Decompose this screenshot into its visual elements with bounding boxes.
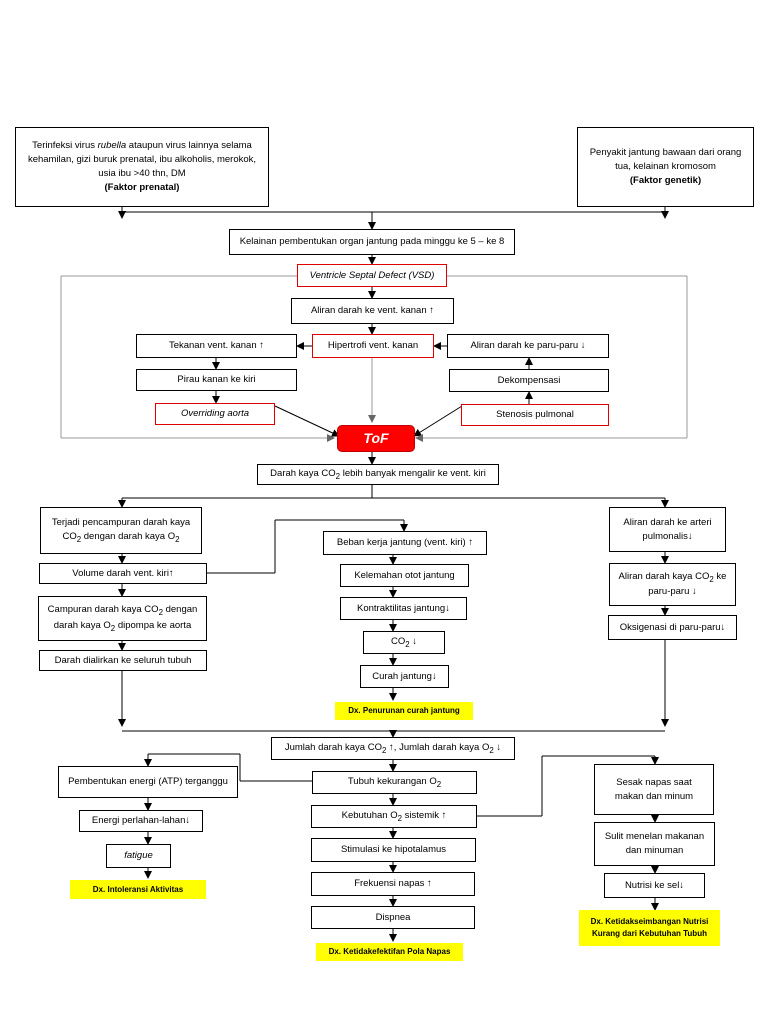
darah-kaya-box: Darah kaya CO2 lebih banyak mengalir ke … bbox=[257, 464, 499, 485]
nutrisi-box: Nutrisi ke sel↓ bbox=[604, 873, 705, 898]
kelemahan-box: Kelemahan otot jantung bbox=[340, 564, 469, 587]
prenatal-factor-box: Terinfeksi virus rubella ataupun virus l… bbox=[15, 127, 269, 207]
dx-nutrisi-text-1: Dx. Ketidakseimbangan Nutrisi bbox=[590, 917, 709, 927]
genetic-factor-box: Penyakit jantung bawaan dari orang tua, … bbox=[577, 127, 754, 207]
sesak-box: Sesak napas saat makan dan minum bbox=[594, 764, 714, 815]
overriding-aorta-text: Overriding aorta bbox=[180, 408, 250, 420]
pencampuran-text-2: CO2 dengan darah kaya O2 bbox=[62, 530, 180, 544]
genetik-label: (Faktor genetik) bbox=[629, 174, 702, 186]
sulit-text-1: Sulit menelan makanan bbox=[604, 831, 705, 843]
pirau-text: Pirau kanan ke kiri bbox=[177, 374, 256, 386]
aliran-co2-paru-text-2: paru-paru ↓ bbox=[648, 586, 697, 598]
dekompensasi-text: Dekompensasi bbox=[497, 374, 561, 386]
curah-text: Curah jantung↓ bbox=[372, 670, 437, 682]
jumlah-box: Jumlah darah kaya CO2 ↑, Jumlah darah ka… bbox=[271, 737, 515, 760]
frekuensi-box: Frekuensi napas ↑ bbox=[311, 872, 475, 896]
overriding-aorta-box: Overriding aorta bbox=[155, 403, 275, 425]
tekanan-box: Tekanan vent. kanan ↑ bbox=[136, 334, 297, 358]
beban-box: Beban kerja jantung (vent. kiri) ↑ bbox=[323, 531, 487, 555]
tubuh-text: Tubuh kekurangan O2 bbox=[347, 775, 442, 789]
kontraktilitas-text: Kontraktilitas jantung↓ bbox=[357, 602, 450, 614]
beban-text: Beban kerja jantung (vent. kiri) ↑ bbox=[336, 537, 474, 549]
aliran-vent-kanan-box: Aliran darah ke vent. kanan ↑ bbox=[291, 298, 454, 324]
stimulasi-box: Stimulasi ke hipotalamus bbox=[311, 838, 476, 862]
campuran-box: Campuran darah kaya CO2 dengan darah kay… bbox=[38, 596, 207, 641]
fatigue-text: fatigue bbox=[124, 850, 153, 862]
pembentukan-box: Pembentukan energi (ATP) terganggu bbox=[58, 766, 238, 798]
campuran-text-2: darah kaya O2 dipompa ke aorta bbox=[53, 619, 192, 633]
tubuh-box: Tubuh kekurangan O2 bbox=[312, 771, 477, 794]
dispnea-text: Dispnea bbox=[375, 911, 411, 923]
stenosis-box: Stenosis pulmonal bbox=[461, 404, 609, 426]
aliran-paru-box: Aliran darah ke paru-paru ↓ bbox=[447, 334, 609, 358]
dx-curah-jantung: Dx. Penurunan curah jantung bbox=[335, 702, 473, 720]
jumlah-text: Jumlah darah kaya CO2 ↑, Jumlah darah ka… bbox=[284, 741, 502, 755]
aliran-vent-kanan-text: Aliran darah ke vent. kanan ↑ bbox=[310, 305, 435, 317]
sesak-text-2: makan dan minum bbox=[614, 790, 694, 802]
tof-box: ToF bbox=[337, 425, 415, 452]
energi-box: Energi perlahan-lahan↓ bbox=[79, 810, 203, 832]
dx-ketidakseimbangan-nutrisi: Dx. Ketidakseimbangan Nutrisi Kurang dar… bbox=[579, 910, 720, 946]
kelainan-box: Kelainan pembentukan organ jantung pada … bbox=[229, 229, 515, 255]
pencampuran-text-1: Terjadi pencampuran darah kaya bbox=[51, 516, 191, 528]
aliran-arteri-box: Aliran darah ke arteri pulmonalis↓ bbox=[609, 507, 726, 552]
volume-box: Volume darah vent. kiri↑ bbox=[39, 563, 207, 584]
dx-intoleransi-text: Dx. Intoleransi Aktivitas bbox=[92, 884, 184, 894]
dekompensasi-box: Dekompensasi bbox=[449, 369, 609, 392]
frekuensi-text: Frekuensi napas ↑ bbox=[354, 878, 432, 890]
darah-kaya-text: Darah kaya CO2 lebih banyak mengalir ke … bbox=[270, 467, 486, 481]
prenatal-text-1b: ataupun virus lainnya selama bbox=[126, 140, 252, 152]
stenosis-text: Stenosis pulmonal bbox=[496, 409, 574, 421]
aliran-paru-text: Aliran darah ke paru-paru ↓ bbox=[470, 340, 586, 352]
prenatal-text-1: Terinfeksi virus bbox=[32, 140, 98, 152]
kontraktilitas-box: Kontraktilitas jantung↓ bbox=[340, 597, 467, 620]
kebutuhan-text: Kebutuhan O2 sistemik ↑ bbox=[341, 809, 447, 823]
aliran-arteri-text-2: pulmonalis↓ bbox=[642, 530, 693, 542]
hipertrofi-box: Hipertrofi vent. kanan bbox=[312, 334, 434, 358]
vsd-text: Ventricle Septal Defect (VSD) bbox=[309, 269, 435, 281]
sesak-text-1: Sesak napas saat bbox=[616, 776, 692, 788]
hipertrofi-text: Hipertrofi vent. kanan bbox=[327, 340, 419, 352]
dispnea-box: Dispnea bbox=[311, 906, 475, 929]
dx-pola-napas: Dx. Ketidakefektifan Pola Napas bbox=[316, 943, 463, 961]
prenatal-text-3: usia ibu >40 thn, DM bbox=[98, 168, 186, 179]
kelainan-text: Kelainan pembentukan organ jantung pada … bbox=[239, 236, 505, 248]
genetik-text-1: Penyakit jantung bawaan dari orang bbox=[589, 147, 742, 159]
dx-nutrisi-text-2: Kurang dari Kebutuhan Tubuh bbox=[592, 929, 707, 938]
dx-curah-text: Dx. Penurunan curah jantung bbox=[348, 706, 460, 716]
dx-pola-text: Dx. Ketidakefektifan Pola Napas bbox=[328, 947, 451, 957]
dx-intoleransi-aktivitas: Dx. Intoleransi Aktivitas bbox=[70, 880, 206, 899]
aliran-arteri-text-1: Aliran darah ke arteri bbox=[623, 516, 712, 528]
tekanan-text: Tekanan vent. kanan ↑ bbox=[168, 340, 265, 352]
campuran-text-1: Campuran darah kaya CO2 dengan bbox=[47, 604, 198, 618]
dialirkan-text: Darah dialirkan ke seluruh tubuh bbox=[54, 654, 192, 666]
kebutuhan-box: Kebutuhan O2 sistemik ↑ bbox=[311, 805, 477, 828]
oksigenasi-text: Oksigenasi di paru-paru↓ bbox=[619, 621, 726, 633]
genetik-text-2: tua, kelainan kromosom bbox=[615, 161, 716, 173]
pirau-box: Pirau kanan ke kiri bbox=[136, 369, 297, 391]
stimulasi-text: Stimulasi ke hipotalamus bbox=[340, 844, 447, 856]
dialirkan-box: Darah dialirkan ke seluruh tubuh bbox=[39, 650, 207, 671]
nutrisi-text: Nutrisi ke sel↓ bbox=[624, 879, 685, 891]
prenatal-text-2: kehamilan, gizi buruk prenatal, ibu alko… bbox=[27, 154, 257, 166]
energi-text: Energi perlahan-lahan↓ bbox=[91, 815, 191, 827]
fatigue-box: fatigue bbox=[106, 844, 171, 868]
prenatal-label: (Faktor prenatal) bbox=[104, 181, 180, 193]
pembentukan-text: Pembentukan energi (ATP) terganggu bbox=[68, 776, 228, 788]
oksigenasi-box: Oksigenasi di paru-paru↓ bbox=[608, 615, 737, 640]
aliran-co2-paru-text-1: Aliran darah kaya CO2 ke bbox=[618, 570, 727, 584]
co2-text: CO2 ↓ bbox=[390, 635, 418, 649]
sulit-text-2: dan minuman bbox=[625, 845, 684, 856]
kelemahan-text: Kelemahan otot jantung bbox=[354, 569, 455, 581]
pencampuran-box: Terjadi pencampuran darah kaya CO2 denga… bbox=[40, 507, 202, 554]
rubella-text: rubella bbox=[97, 140, 127, 152]
tof-text: ToF bbox=[363, 430, 389, 447]
volume-text: Volume darah vent. kiri↑ bbox=[72, 567, 174, 579]
curah-box: Curah jantung↓ bbox=[360, 665, 449, 688]
vsd-box: Ventricle Septal Defect (VSD) bbox=[297, 264, 447, 287]
aliran-co2-paru-box: Aliran darah kaya CO2 ke paru-paru ↓ bbox=[609, 563, 736, 606]
sulit-box: Sulit menelan makanan dan minuman bbox=[594, 822, 715, 866]
co2-box: CO2 ↓ bbox=[363, 631, 445, 654]
